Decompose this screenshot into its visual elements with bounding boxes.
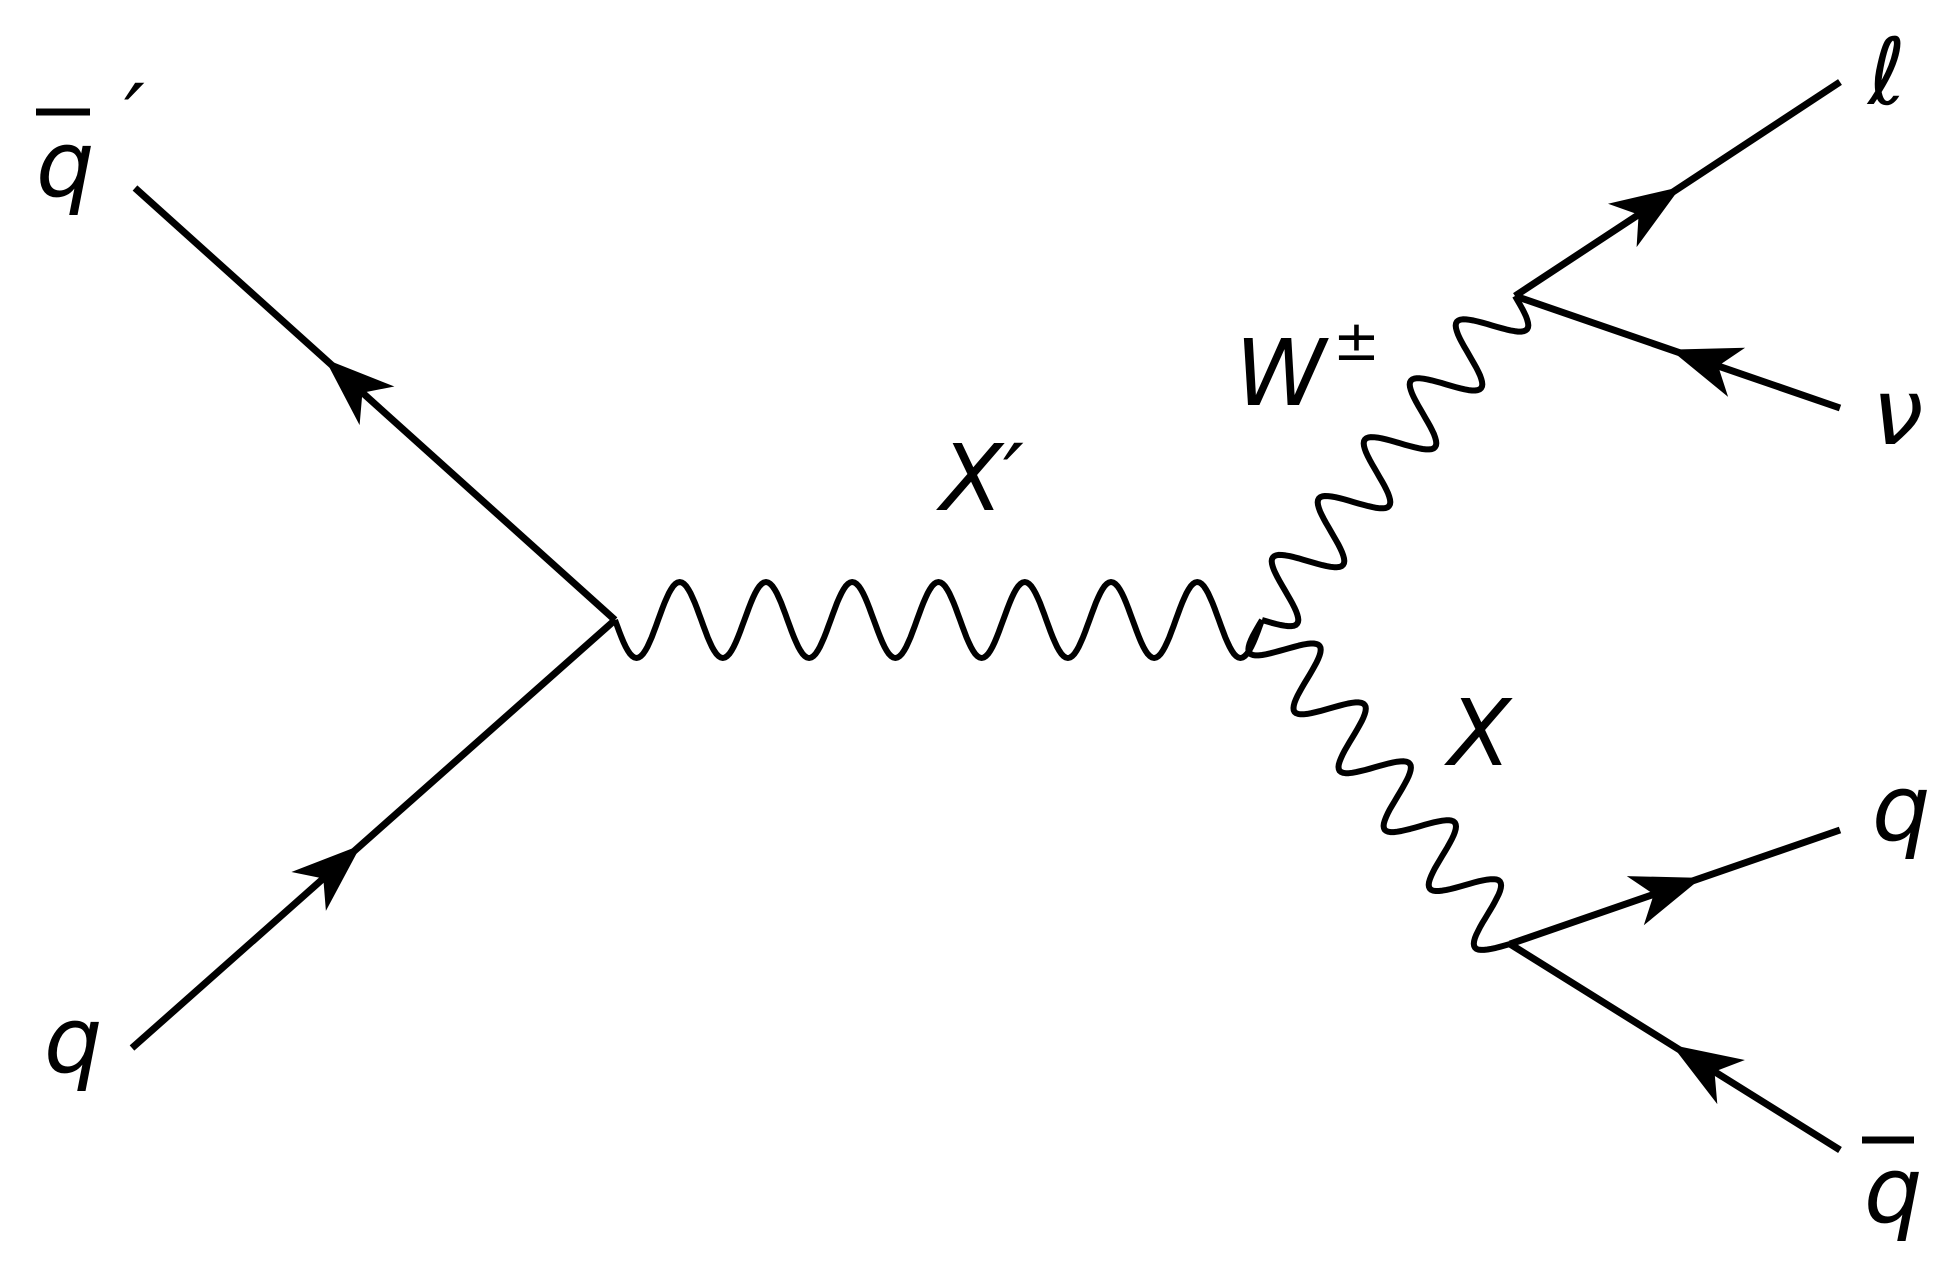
- x-propagator: [1245, 618, 1511, 953]
- w-boson-label: W: [1235, 320, 1329, 427]
- neutrino-label: ν: [1872, 359, 1923, 466]
- quark-in-label: q: [44, 987, 102, 1094]
- arrow-antiquark-out: [1671, 1044, 1745, 1105]
- arrow-quark-in: [291, 845, 362, 911]
- x-label: X: [1444, 680, 1513, 787]
- arrow-antiquark-prime: [325, 359, 395, 426]
- arrow-quark-out: [1626, 876, 1702, 926]
- w-boson-propagator: [1261, 294, 1532, 630]
- antiquark-prime-line: [132, 185, 618, 623]
- quark-out-label: q: [1872, 755, 1930, 862]
- x-prime-label: X′: [936, 425, 1024, 532]
- antiquark-out-label: q: [1864, 1137, 1922, 1244]
- x-prime-propagator: [612, 579, 1265, 661]
- quark-in-line: [129, 617, 618, 1051]
- arrow-neutrino: [1670, 347, 1746, 397]
- lepton-label: ℓ: [1866, 19, 1906, 126]
- w-boson-charge: ±: [1333, 309, 1380, 374]
- arrow-lepton: [1608, 186, 1681, 248]
- antiquark-prime-mark: ′: [124, 65, 145, 172]
- antiquark-prime-label: q: [36, 111, 94, 218]
